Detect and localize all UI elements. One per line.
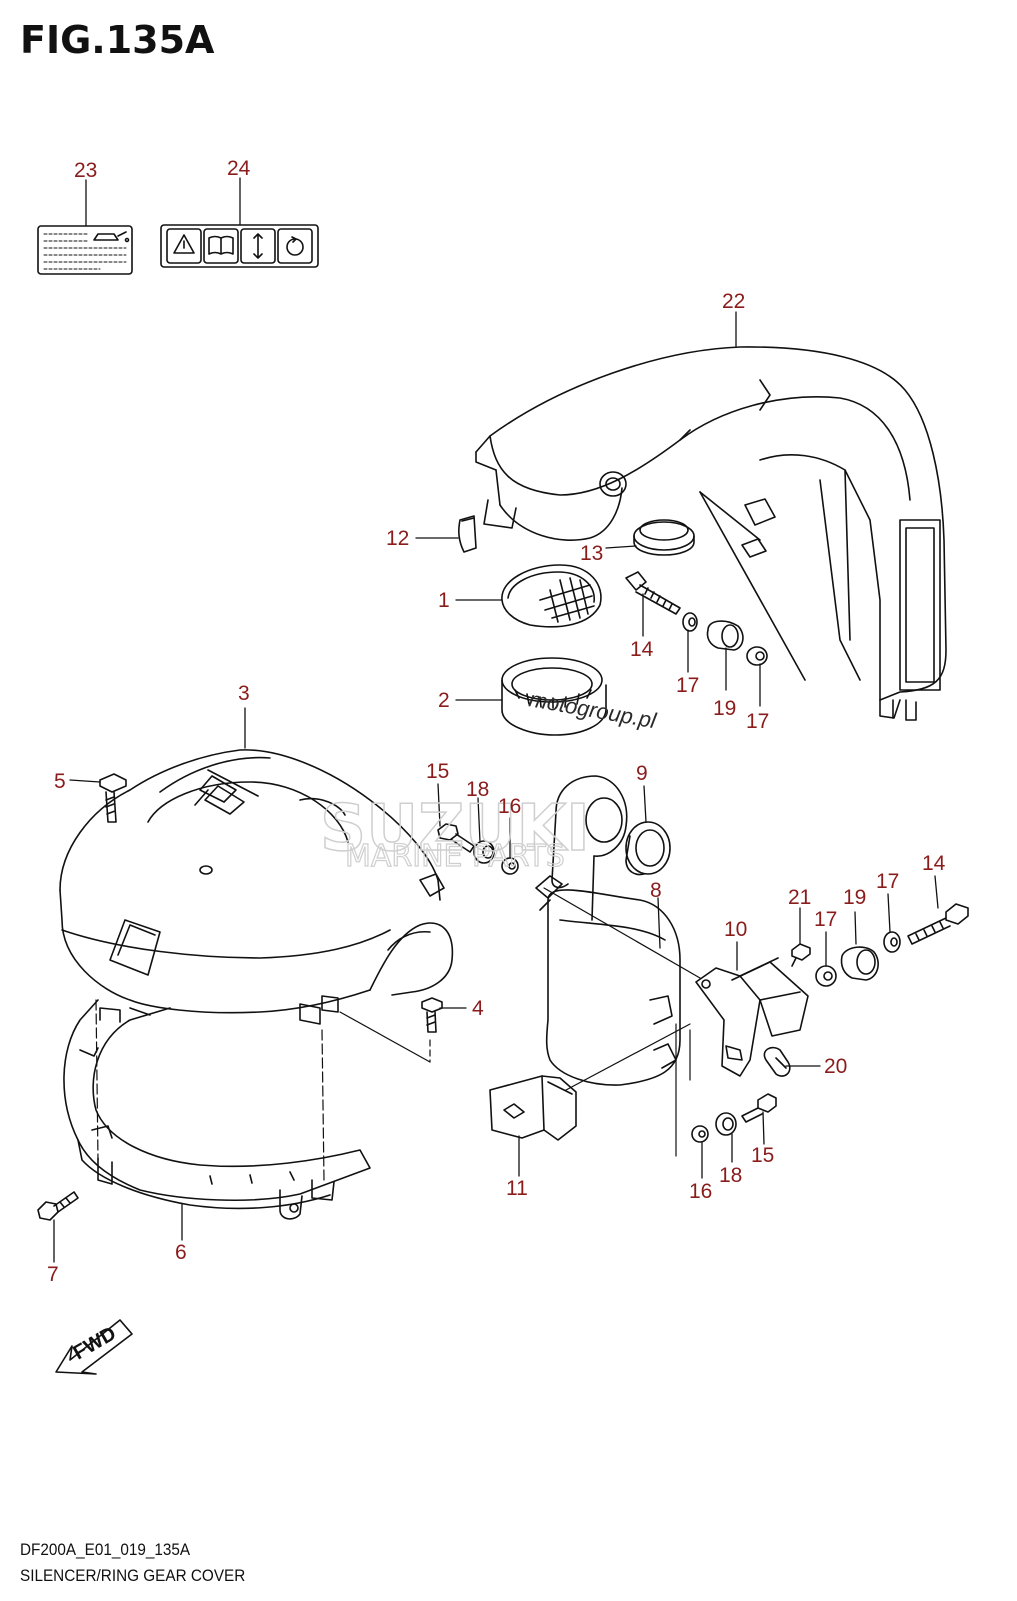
up-down-arrow-icon	[253, 233, 263, 259]
part-2-seal-ring[interactable]	[501, 657, 607, 736]
part-1-filter-mesh[interactable]	[501, 564, 602, 628]
callout-14-upper[interactable]: 14	[630, 638, 654, 661]
callout-15-a[interactable]: 15	[426, 760, 449, 783]
part-11-bracket[interactable]	[489, 1023, 691, 1141]
part-15-bolt-a[interactable]	[437, 823, 475, 853]
callout-17-b[interactable]: 17	[746, 710, 769, 733]
part-21-bolt[interactable]	[791, 943, 811, 967]
watermark: SUZUKI MARINE PARTS motogroup.pl	[319, 686, 659, 874]
callout-16-b[interactable]: 16	[689, 1180, 712, 1203]
callout-2[interactable]: 2	[438, 689, 450, 712]
callout-21[interactable]: 21	[788, 886, 811, 909]
callout-17-d[interactable]: 17	[814, 908, 837, 931]
part-16-collar-b[interactable]	[691, 1125, 709, 1143]
callout-5[interactable]: 5	[54, 770, 66, 793]
part-8-silencer-pipe[interactable]	[535, 775, 701, 1086]
callout-6[interactable]: 6	[175, 1241, 187, 1264]
part-7-bolt[interactable]	[37, 1191, 79, 1221]
callout-15-b[interactable]: 15	[751, 1144, 774, 1167]
callout-7[interactable]: 7	[47, 1263, 59, 1286]
oil-can-icon	[93, 231, 130, 243]
manual-book-icon	[208, 235, 234, 255]
part-3-ring-gear-cover[interactable]	[59, 749, 454, 1014]
part-19-cushion-a[interactable]	[706, 620, 744, 651]
callout-8[interactable]: 8	[650, 879, 662, 902]
callout-19-a[interactable]: 19	[713, 697, 736, 720]
fwd-label: FWD	[70, 1323, 120, 1365]
part-18-cushion-a[interactable]	[473, 840, 495, 864]
part-13-grommet[interactable]	[633, 519, 695, 556]
callout-14-lower[interactable]: 14	[922, 852, 946, 875]
callout-17-a[interactable]: 17	[676, 674, 699, 697]
callout-24[interactable]: 24	[227, 157, 251, 180]
part-17-collar-b[interactable]	[746, 646, 768, 666]
callout-labels: 23 24 22 12 13 1 14 17 19 17 2 3 5 15 18…	[47, 157, 946, 1286]
callout-17-c[interactable]: 17	[876, 870, 899, 893]
callout-18-a[interactable]: 18	[466, 778, 489, 801]
callout-23[interactable]: 23	[74, 159, 97, 182]
watermark-sub: MARINE PARTS	[345, 839, 565, 874]
callout-22[interactable]: 22	[722, 290, 745, 313]
part-23-oil-label[interactable]	[37, 225, 133, 275]
part-10-bracket[interactable]	[695, 957, 809, 1077]
part-17-collar-d[interactable]	[815, 965, 837, 987]
drawing-code: DF200A_E01_019_135A	[20, 1540, 191, 1559]
part-20-clamp[interactable]	[763, 1046, 791, 1077]
part-12-clip[interactable]	[458, 515, 477, 553]
callout-4[interactable]: 4	[472, 997, 484, 1020]
part-18-cushion-b[interactable]	[715, 1112, 737, 1136]
callout-13[interactable]: 13	[580, 542, 603, 565]
part-17-collar-a[interactable]	[682, 612, 698, 632]
part-9-seal[interactable]	[625, 821, 671, 876]
callout-18-b[interactable]: 18	[719, 1164, 742, 1187]
figure-caption: SILENCER/RING GEAR COVER	[20, 1566, 246, 1585]
fwd-arrow-icon	[55, 1319, 133, 1375]
callout-12[interactable]: 12	[386, 527, 409, 550]
part-19-cushion-b[interactable]	[840, 946, 879, 981]
part-17-collar-c[interactable]	[883, 931, 901, 953]
callout-20[interactable]: 20	[824, 1055, 847, 1078]
callout-9[interactable]: 9	[636, 762, 648, 785]
figure-title: FIG.135A	[20, 18, 215, 62]
rotate-icon	[286, 238, 304, 256]
part-15-bolt-b[interactable]	[741, 1093, 777, 1123]
warning-triangle-icon	[173, 234, 195, 254]
part-14-bolt-lower[interactable]	[907, 903, 969, 945]
part-6-ring-gear-cover-lower[interactable]	[63, 995, 371, 1220]
callout-11[interactable]: 11	[506, 1177, 528, 1200]
callout-19-b[interactable]: 19	[843, 886, 866, 909]
part-24-warning-label[interactable]	[160, 224, 319, 268]
callout-3[interactable]: 3	[238, 682, 250, 705]
part-5-bolt[interactable]	[99, 773, 127, 823]
part-4-bolt[interactable]	[421, 997, 443, 1033]
callout-1[interactable]: 1	[438, 589, 450, 612]
callout-16-a[interactable]: 16	[498, 795, 521, 818]
part-14-bolt-upper[interactable]	[625, 571, 681, 615]
watermark-brand: SUZUKI	[320, 792, 590, 866]
part-22-silencer-case[interactable]	[475, 346, 947, 721]
callout-10[interactable]: 10	[724, 918, 747, 941]
